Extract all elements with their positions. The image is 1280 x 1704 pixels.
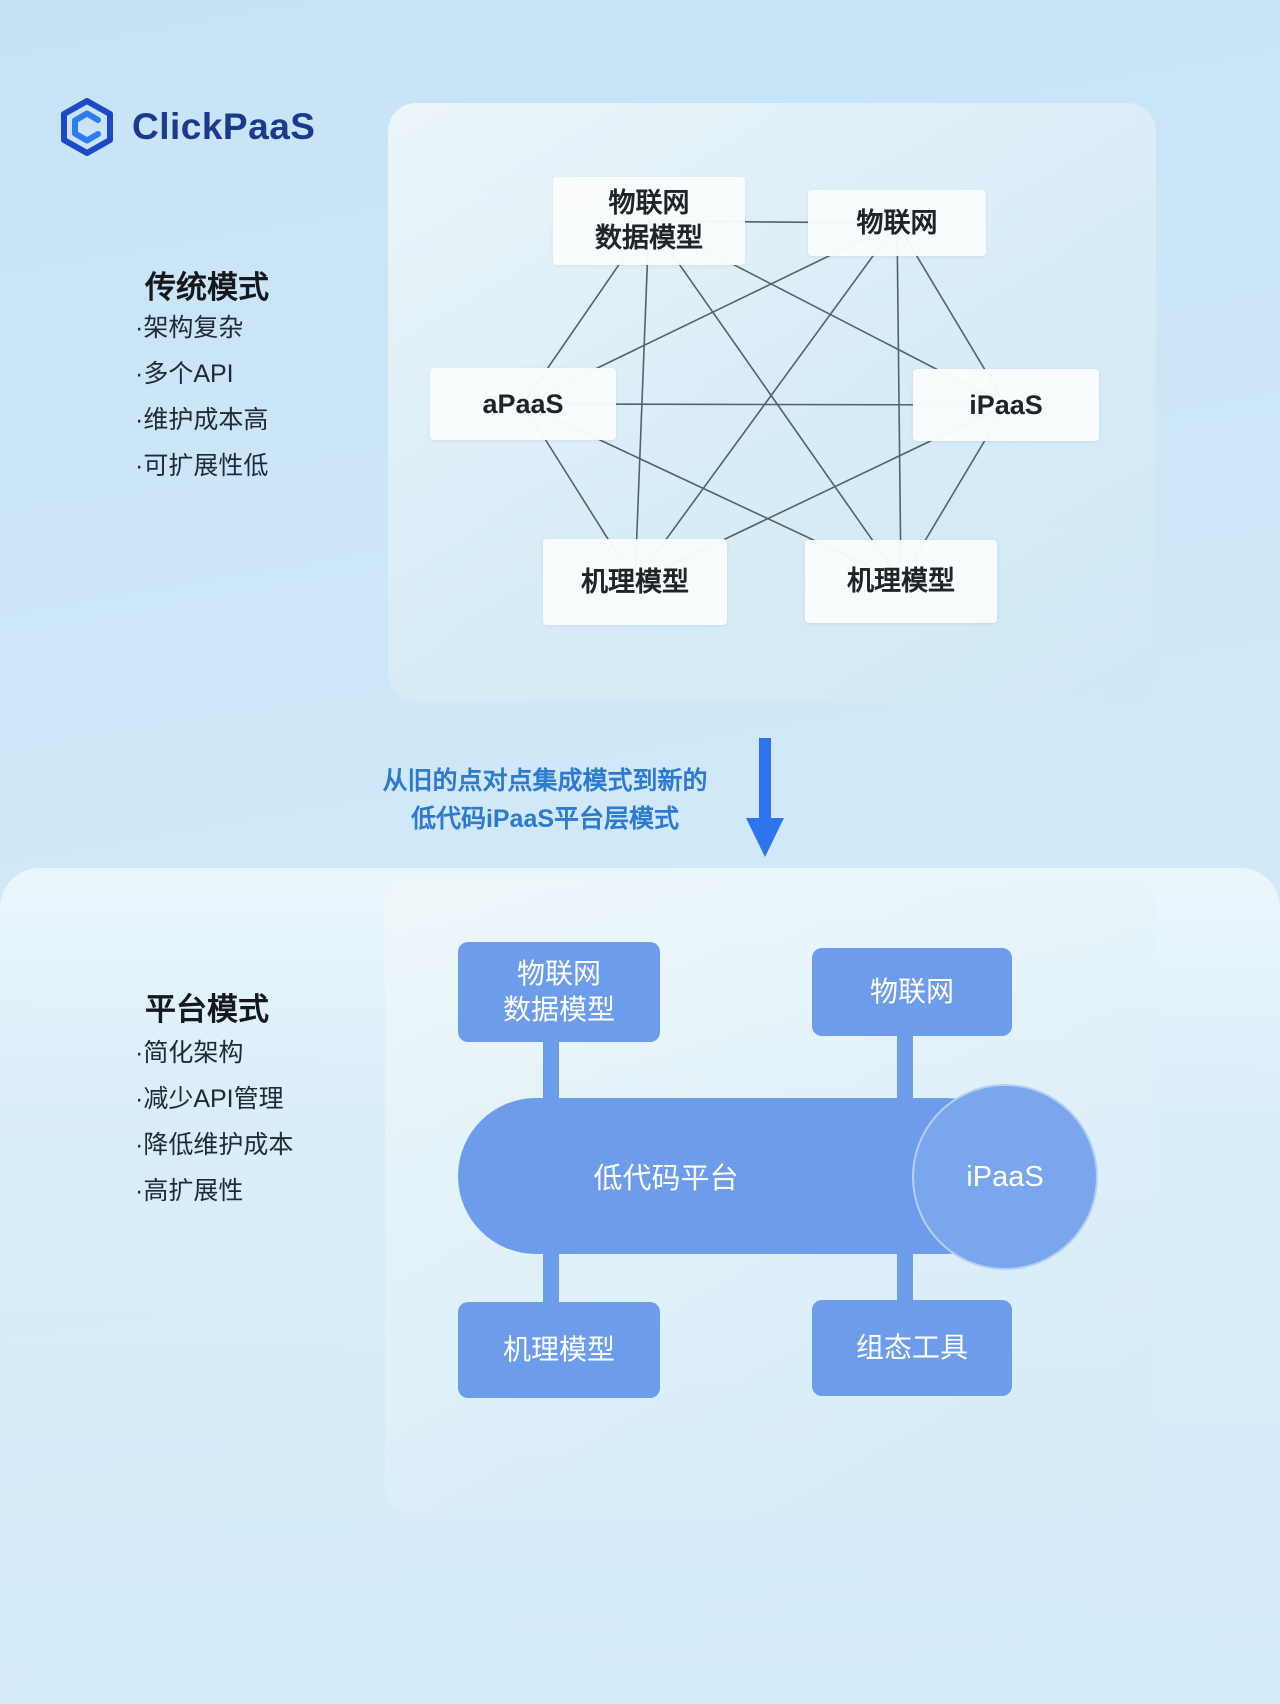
- traditional-bullet-list: ·架构复杂 ·多个API ·维护成本高 ·可扩展性低: [135, 305, 268, 489]
- brand-header: ClickPaaS: [58, 98, 315, 156]
- brand-name: ClickPaaS: [132, 106, 316, 147]
- node-apaas-traditional: aPaaS: [430, 368, 616, 440]
- bullet-item: ·高扩展性: [135, 1177, 244, 1205]
- bullet-item: ·可扩展性低: [135, 452, 269, 480]
- connector-iot: [897, 1030, 913, 1107]
- node-mechanism-model-platform: 机理模型: [458, 1302, 660, 1398]
- low-code-platform-label: 低代码平台: [593, 1163, 739, 1195]
- node-iot-data-model-platform: 物联网 数据模型: [458, 942, 660, 1042]
- bullet-item: ·减少API管理: [135, 1085, 284, 1113]
- connector-config-tool: [897, 1246, 913, 1310]
- bullet-item: ·维护成本高: [135, 406, 269, 434]
- node-mechanism-model-right: 机理模型: [805, 540, 997, 623]
- platform-bullet-list: ·简化架构 ·减少API管理 ·降低维护成本 ·高扩展性: [135, 1030, 293, 1214]
- bullet-item: ·多个API: [135, 360, 234, 388]
- transition-text: 从旧的点对点集成模式到新的 低代码iPaaS平台层模式: [382, 767, 708, 833]
- node-mechanism-model-left: 机理模型: [543, 539, 727, 625]
- node-iot-data-model-traditional: 物联网 数据模型: [553, 177, 745, 265]
- connector-iot-data-model: [543, 1035, 559, 1107]
- clickpaas-logo-icon: [61, 98, 113, 156]
- connector-mechanism-model: [543, 1246, 559, 1310]
- node-config-tool-platform: 组态工具: [812, 1300, 1012, 1396]
- platform-title: 平台模式: [145, 992, 269, 1027]
- bullet-item: ·降低维护成本: [135, 1131, 294, 1159]
- node-ipaas-traditional: iPaaS: [913, 369, 1099, 441]
- bullet-item: ·架构复杂: [135, 314, 244, 342]
- bullet-item: ·简化架构: [135, 1039, 244, 1067]
- traditional-title: 传统模式: [145, 270, 269, 305]
- node-iot-traditional: 物联网: [808, 190, 986, 256]
- node-iot-platform: 物联网: [812, 948, 1012, 1036]
- ipaas-circle: iPaaS: [912, 1084, 1098, 1270]
